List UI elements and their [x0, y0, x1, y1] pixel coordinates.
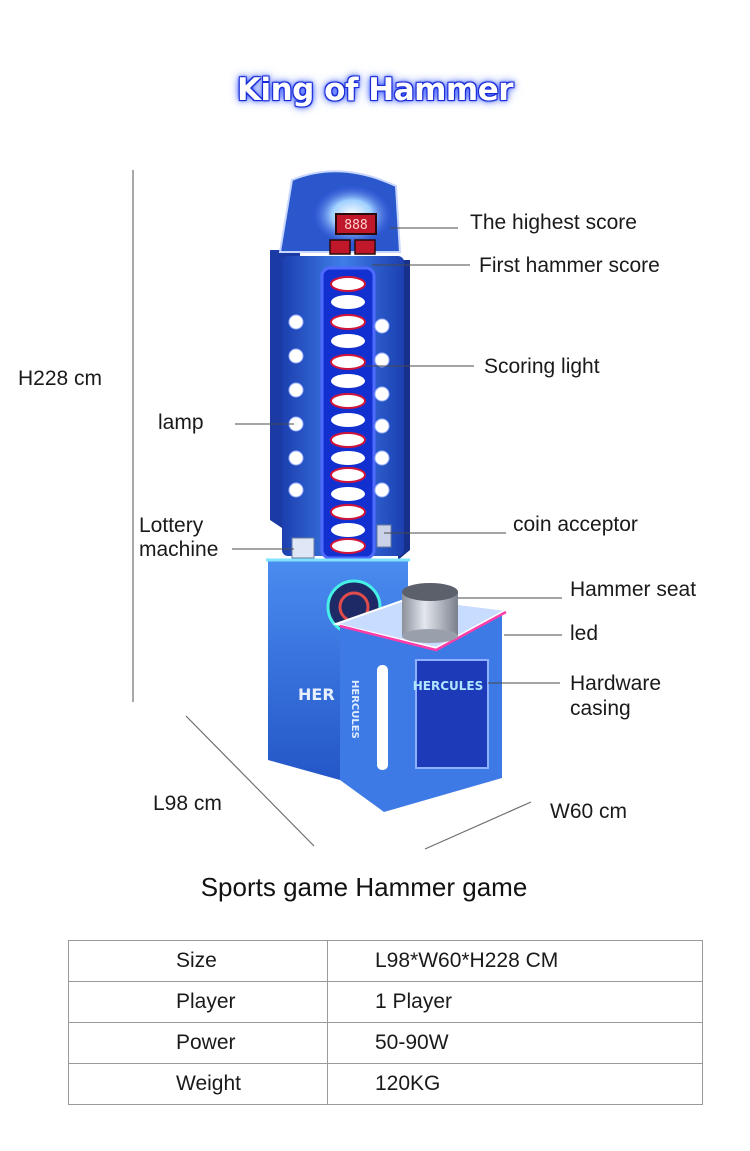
scoring-lights [330, 276, 366, 554]
lamp-bulb [374, 482, 390, 498]
coin-acceptor [376, 524, 392, 548]
hardware-casing-panel [415, 659, 489, 769]
base-cabinet [268, 560, 408, 780]
lamp-bulb [374, 418, 390, 434]
spec-table: Size L98*W60*H228 CM Player 1 Player Pow… [68, 940, 703, 1105]
scoring-light [331, 487, 365, 501]
label-led: led [570, 622, 599, 645]
scoring-light [330, 393, 366, 409]
label-lottery-machine-line1: Lottery [139, 514, 204, 537]
side-lamps [288, 314, 390, 498]
led-strip [339, 610, 507, 652]
scoring-light [331, 295, 365, 309]
lamp-bulb [288, 382, 304, 398]
spec-value: L98*W60*H228 CM [327, 940, 703, 982]
lamp-bulb [288, 450, 304, 466]
base-brand-text: HER [298, 685, 335, 704]
width-dimension-line [424, 801, 532, 850]
page-title: King of Hammer [236, 72, 514, 108]
highest-score-digits: 888 [344, 218, 367, 233]
label-hardware-casing-line2: casing [570, 697, 631, 720]
label-hammer-seat: Hammer seat [570, 578, 697, 601]
scoring-light [330, 314, 366, 330]
table-row: Power 50-90W [68, 1022, 703, 1064]
spec-value: 50-90W [327, 1022, 703, 1064]
scoring-light [331, 523, 365, 537]
highest-score-display [335, 213, 377, 235]
label-first-hammer-score: First hammer score [479, 254, 660, 277]
label-lottery-machine-line2: machine [139, 538, 219, 561]
lottery-machine [291, 537, 315, 559]
scoring-light [330, 538, 366, 554]
label-hardware-casing-line1: Hardware [570, 672, 662, 695]
scoring-light [331, 334, 365, 348]
product-subtitle: Sports game Hammer game [200, 872, 528, 902]
spec-value: 120KG [327, 1063, 703, 1105]
hammer-machine-illustration: 888 HER [132, 170, 562, 850]
casing-brand-text: HERCULES [413, 679, 484, 693]
spec-key: Player [68, 981, 328, 1023]
spec-key: Size [68, 940, 328, 982]
lamp-bulb [288, 482, 304, 498]
label-width: W60 cm [550, 800, 628, 823]
lamp-bulb [374, 352, 390, 368]
hammer-seat-top [402, 583, 458, 601]
spec-key: Power [68, 1022, 328, 1064]
label-lamp: lamp [158, 411, 204, 434]
spec-value: 1 Player [327, 981, 703, 1023]
table-row: Player 1 Player [68, 981, 703, 1023]
first-hammer-display-right [354, 239, 376, 255]
lamp-bulb [374, 318, 390, 334]
scoring-light [330, 276, 366, 292]
label-height: H228 cm [18, 367, 103, 390]
side-light-strip [377, 665, 388, 770]
scoring-light [331, 451, 365, 465]
table-row: Weight 120KG [68, 1063, 703, 1105]
lamp-bulb [374, 386, 390, 402]
scoring-light [331, 413, 365, 427]
label-coin-acceptor: coin acceptor [513, 513, 638, 536]
scoring-light [330, 467, 366, 483]
first-hammer-display-left [329, 239, 351, 255]
length-dimension-line [185, 715, 315, 847]
lamp-bulb [288, 314, 304, 330]
label-length: L98 cm [153, 792, 222, 815]
scoring-light [330, 504, 366, 520]
label-highest-score: The highest score [470, 211, 637, 234]
scoring-light [331, 374, 365, 388]
hammer-seat-bottom [402, 629, 458, 643]
side-brand-text: HERCULES [349, 680, 360, 739]
label-scoring-light: Scoring light [484, 355, 600, 378]
scoring-light [330, 354, 366, 370]
lamp-bulb [374, 450, 390, 466]
scoring-light [330, 432, 366, 448]
table-row: Size L98*W60*H228 CM [68, 940, 703, 982]
spec-key: Weight [68, 1063, 328, 1105]
lamp-bulb [288, 348, 304, 364]
